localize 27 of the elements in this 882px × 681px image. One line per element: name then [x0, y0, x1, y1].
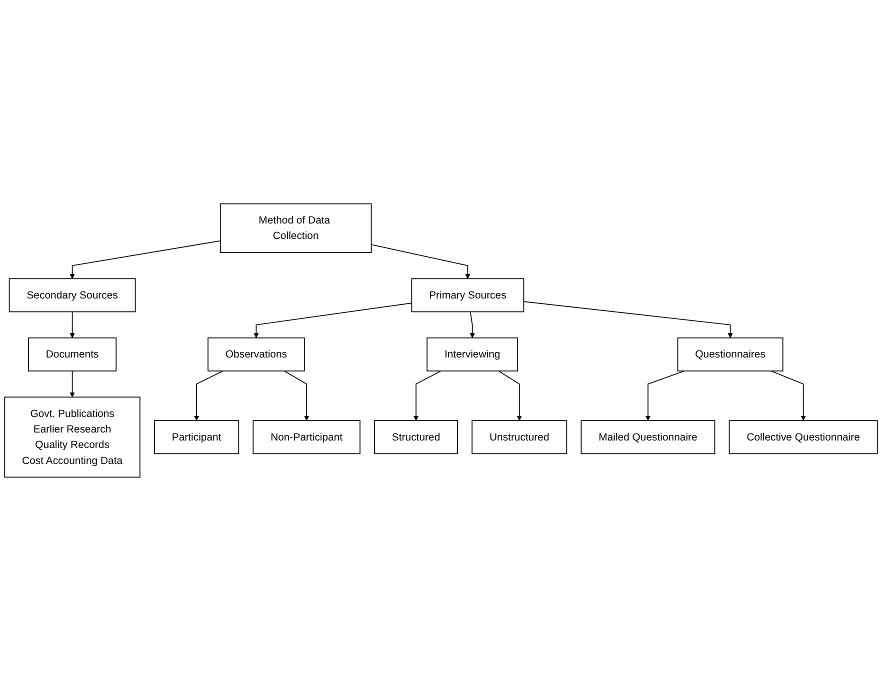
node-box: Structured — [374, 420, 458, 454]
node-box: Documents — [28, 337, 117, 372]
arrow — [523, 301, 733, 338]
node-box: Participant — [154, 420, 240, 454]
node-box: Non-Participant — [252, 420, 360, 454]
node-box: Unstructured — [472, 420, 568, 454]
node-box: Questionnaires — [677, 337, 784, 372]
arrow — [470, 311, 475, 338]
arrow — [254, 302, 412, 338]
node-box: Mailed Questionnaire — [580, 420, 716, 454]
node-box: Method of Data Collection — [220, 203, 372, 253]
arrow — [284, 370, 310, 421]
arrow — [70, 370, 75, 398]
arrow — [70, 240, 221, 279]
arrow — [413, 370, 442, 421]
node-box: Observations — [208, 337, 305, 372]
arrow — [70, 311, 75, 338]
node-box: Primary Sources — [411, 278, 524, 312]
node-box: Secondary Sources — [8, 278, 136, 312]
arrow — [194, 370, 224, 421]
arrow — [370, 244, 470, 279]
arrow — [645, 370, 685, 421]
node-box: Collective Questionnaire — [728, 420, 878, 454]
node-box: Interviewing — [426, 337, 518, 372]
node-box: Govt. Publications Earlier Research Quality Records Cost Accounting Data — [4, 396, 140, 478]
arrow — [498, 370, 522, 421]
arrow — [770, 370, 806, 421]
